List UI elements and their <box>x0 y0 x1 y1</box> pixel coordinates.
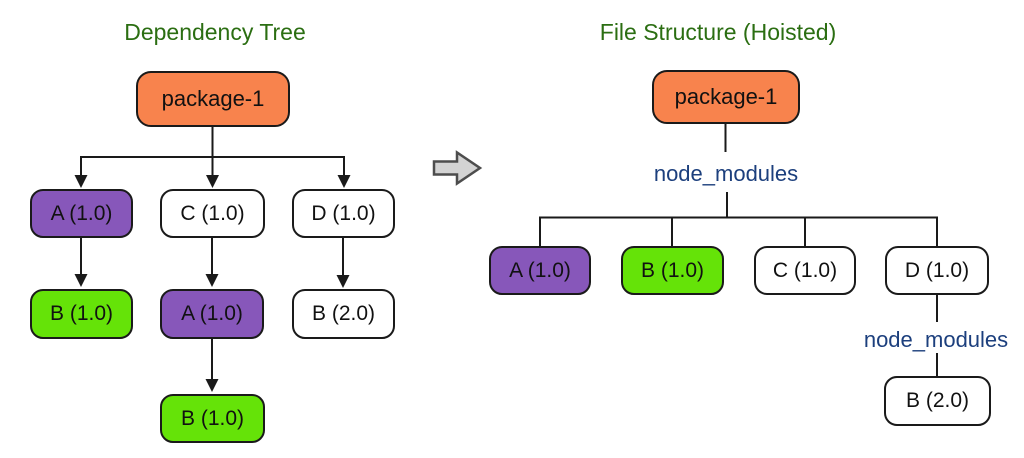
transform-arrow-icon <box>432 150 483 186</box>
right-node-b-1-0: B (1.0) <box>621 246 724 295</box>
right-node-b-2-0: B (2.0) <box>884 376 991 426</box>
left-node-b-2-0: B (2.0) <box>292 289 395 339</box>
left-node-a-1-0: A (1.0) <box>30 189 133 238</box>
node-modules-label-nested: node_modules <box>863 327 1009 352</box>
right-node-d-1-0: D (1.0) <box>885 246 989 295</box>
node-modules-label-top: node_modules <box>653 161 799 186</box>
left-node-d-1-0: D (1.0) <box>292 189 395 238</box>
left-tree-arrowheads <box>74 175 351 392</box>
right-tree-edges <box>539 123 938 376</box>
right-panel-title: File Structure (Hoisted) <box>599 19 837 45</box>
left-tree-edges <box>80 127 345 381</box>
right-root-package-1: package-1 <box>652 70 800 124</box>
right-node-a-1-0: A (1.0) <box>489 246 591 295</box>
left-node-b-1-0: B (1.0) <box>30 289 133 339</box>
right-node-c-1-0: C (1.0) <box>754 246 856 295</box>
left-node-b-1-0-deep: B (1.0) <box>160 394 265 443</box>
left-panel-title: Dependency Tree <box>124 19 306 45</box>
left-node-a-1-0-nested: A (1.0) <box>160 289 264 339</box>
left-root-package-1: package-1 <box>136 71 290 127</box>
left-node-c-1-0: C (1.0) <box>160 189 265 238</box>
